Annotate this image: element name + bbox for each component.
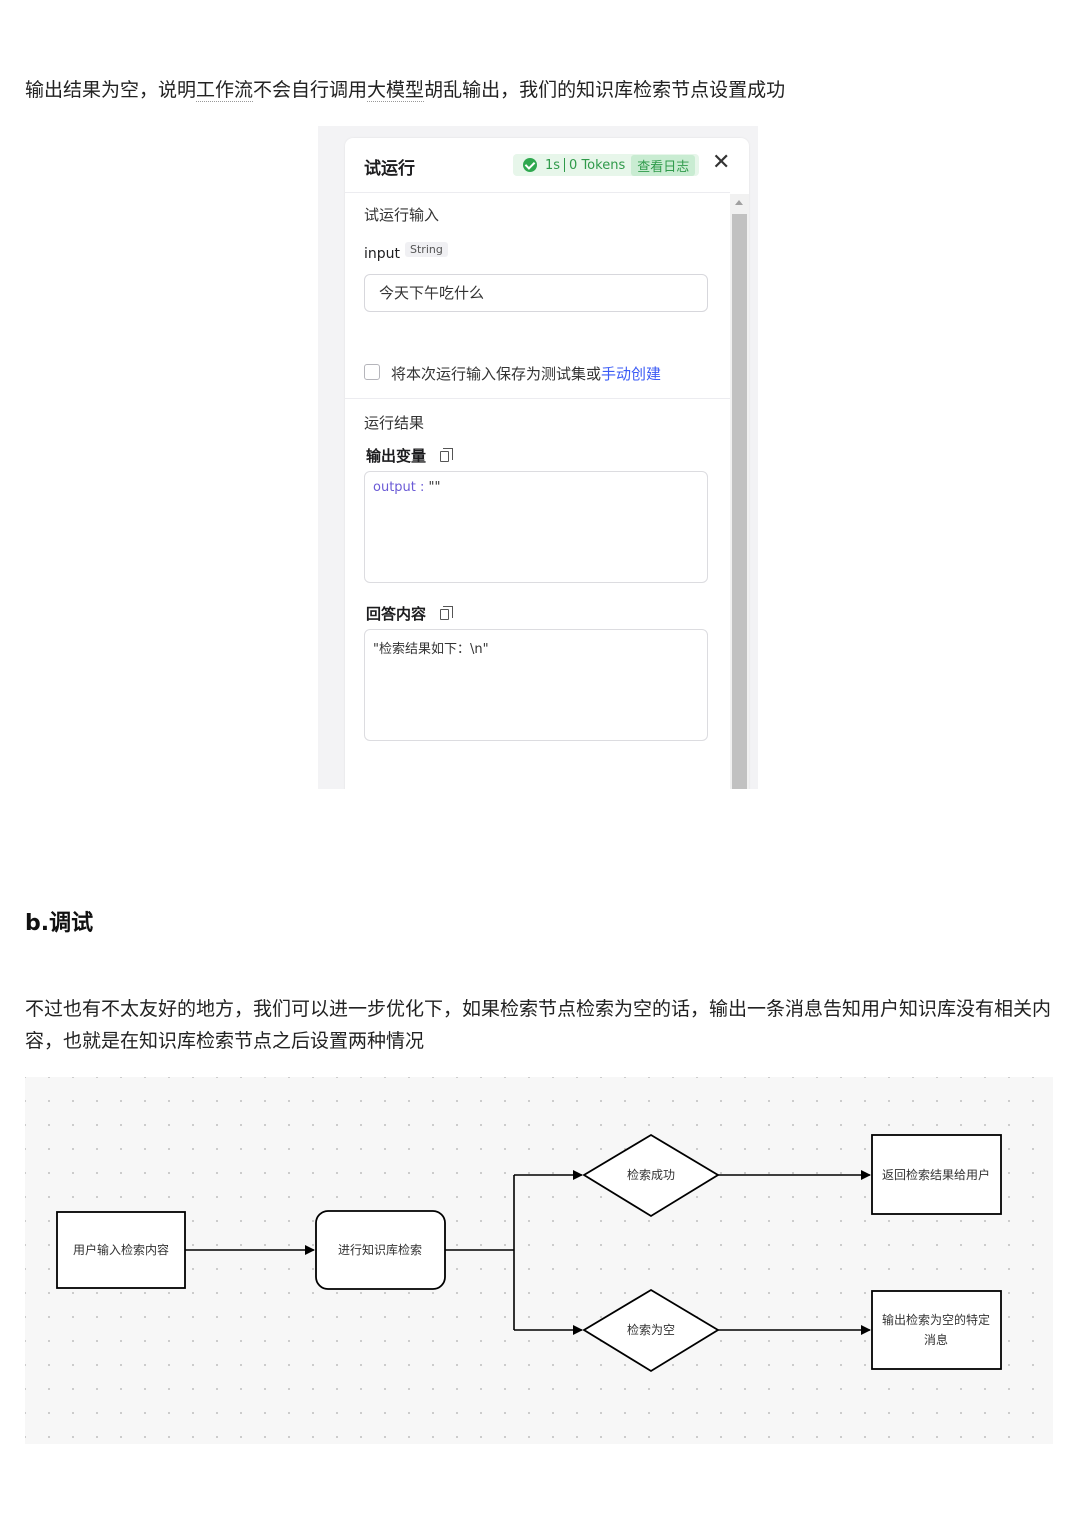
copy-icon[interactable] [440, 448, 453, 462]
flowchart: 用户输入检索内容 进行知识库检索 检索成功 检索为空 返回检索结果给用户 输出检… [25, 1077, 1053, 1444]
close-icon[interactable]: ✕ [712, 150, 731, 175]
term-workflow: 工作流 [196, 79, 254, 102]
result-empty-label-2: 消息 [924, 1332, 948, 1347]
node-start: 用户输入检索内容 [56, 1211, 186, 1289]
run-status-badge: 1s 0 Tokens 查看日志 [513, 154, 699, 176]
input-name: input [364, 246, 401, 262]
node-decision-success: 检索成功 [582, 1133, 720, 1218]
input-section-title: 试运行输入 [364, 206, 440, 224]
test-run-panel: 试运行 1s 0 Tokens 查看日志 ✕ 试运行输入 input Strin… [345, 138, 749, 789]
node-result-empty: 输出检索为空的特定 消息 [871, 1290, 1002, 1370]
node-result-success: 返回检索结果给用户 [871, 1134, 1002, 1215]
term-llm: 大模型 [367, 79, 425, 102]
save-testset-checkbox[interactable] [364, 364, 380, 380]
body-paragraph: 不过也有不太友好的地方，我们可以进一步优化下，如果检索节点检索为空的话，输出一条… [25, 998, 1052, 1052]
intro-paragraph: 输出结果为空，说明工作流不会自行调用大模型胡乱输出，我们的知识库检索节点设置成功 [25, 79, 786, 102]
scrollbar[interactable] [730, 194, 749, 789]
node-decision-empty: 检索为空 [582, 1288, 720, 1373]
panel-title: 试运行 [364, 159, 415, 179]
scroll-up-icon[interactable] [735, 200, 743, 205]
node-start-label: 用户输入检索内容 [73, 1242, 169, 1257]
run-tokens: 0 Tokens [569, 157, 626, 173]
answer-content-box: "检索结果如下：\n" [364, 629, 708, 741]
input-type-tag: String [405, 242, 448, 257]
output-variable-label: 输出变量 [366, 447, 427, 465]
result-success-label: 返回检索结果给用户 [882, 1167, 990, 1182]
result-section-title: 运行结果 [364, 414, 425, 432]
test-run-screenshot: 试运行 1s 0 Tokens 查看日志 ✕ 试运行输入 input Strin… [318, 126, 758, 789]
success-check-icon [523, 158, 537, 172]
decision-success-label: 检索成功 [627, 1167, 675, 1182]
output-variable-box: output : "" [364, 471, 708, 583]
scrollbar-thumb[interactable] [732, 214, 747, 789]
node-process: 进行知识库检索 [315, 1210, 446, 1290]
result-empty-label-1: 输出检索为空的特定 [882, 1312, 990, 1327]
decision-empty-label: 检索为空 [627, 1322, 675, 1337]
node-process-label: 进行知识库检索 [338, 1242, 422, 1257]
answer-content-label: 回答内容 [366, 605, 427, 623]
input-field[interactable]: 今天下午吃什么 [364, 274, 708, 312]
view-log-link[interactable]: 查看日志 [631, 154, 696, 176]
save-testset-label: 将本次运行输入保存为测试集或手动创建 [391, 365, 662, 383]
section-heading: b.调试 [25, 911, 94, 936]
manual-create-link[interactable]: 手动创建 [601, 365, 662, 383]
copy-icon[interactable] [440, 606, 453, 620]
run-time: 1s [545, 157, 561, 173]
